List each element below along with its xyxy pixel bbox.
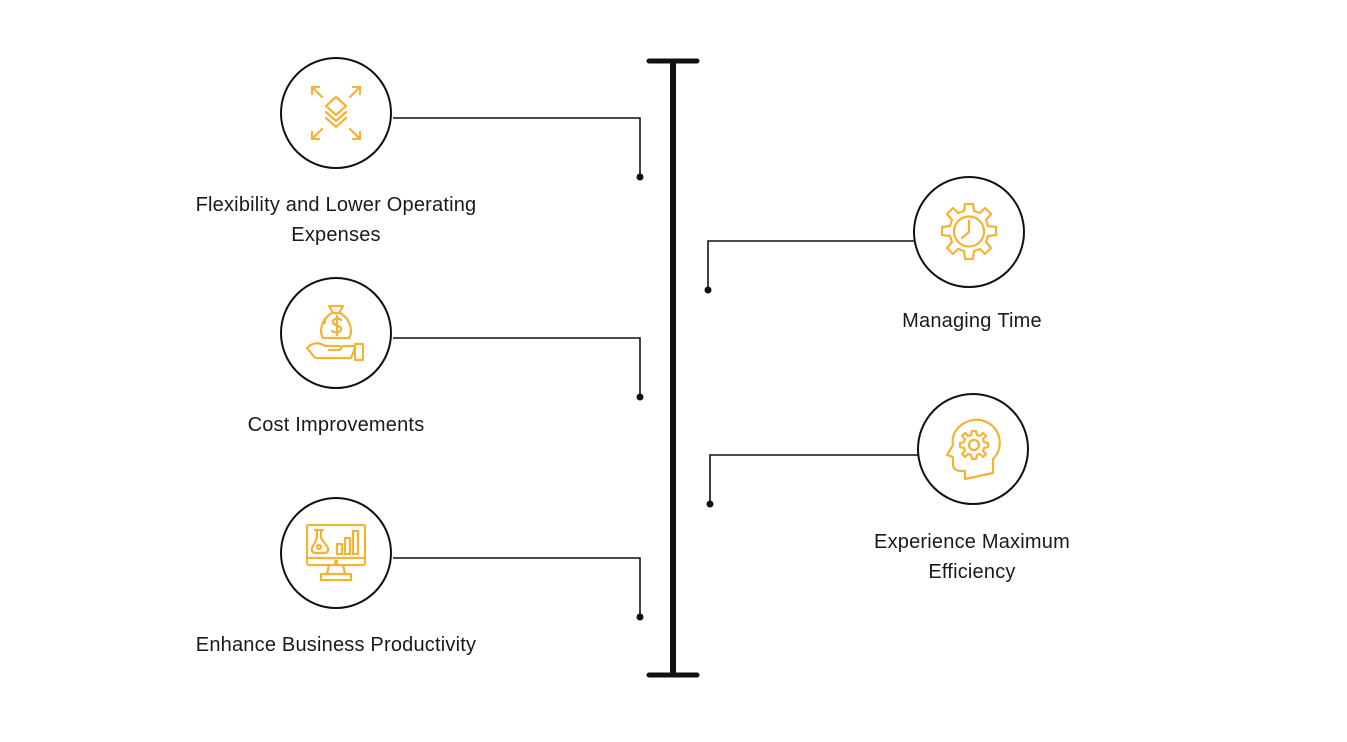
icon-circle-productivity: [280, 497, 392, 609]
label-productivity: Enhance Business Productivity: [176, 630, 496, 660]
label-flexibility-part1: Flexibility and: [195, 194, 326, 216]
label-cost: Cost Improvements: [176, 410, 496, 440]
label-flexibility: Flexibility and Lower Operating Expenses: [176, 190, 496, 250]
label-efficiency: Experience Maximum Efficiency: [812, 527, 1132, 587]
label-cost-part1: Cost: [247, 414, 296, 436]
label-flexibility-line2: Expenses: [291, 224, 381, 246]
icon-circle-time: [913, 176, 1025, 288]
connector-dot-cost: [636, 393, 644, 401]
label-productivity-part2: Business Productivity: [281, 634, 477, 656]
connector-flexibility: [393, 117, 641, 176]
monitor-chart-icon: [305, 523, 367, 582]
scalability-icon: [310, 85, 362, 141]
central-timeline-bar: [646, 58, 700, 678]
label-efficiency-part2: Maximum: [981, 531, 1070, 553]
icon-circle-flexibility: [280, 57, 392, 169]
connector-dot-time: [704, 286, 712, 294]
connector-dot-flexibility: [636, 173, 644, 181]
label-flexibility-part2: Lower Operating: [325, 194, 477, 216]
connector-dot-productivity: [636, 613, 644, 621]
label-cost-part2: Improvements: [295, 414, 425, 436]
connector-efficiency: [709, 454, 918, 503]
label-efficiency-part1: Experience: [874, 531, 982, 553]
connector-cost: [393, 337, 641, 396]
connector-time: [707, 240, 914, 289]
connector-dot-efficiency: [706, 500, 714, 508]
icon-circle-efficiency: [917, 393, 1029, 505]
label-productivity-part1: Enhance: [195, 634, 282, 656]
head-gear-icon: [945, 418, 1001, 481]
connector-productivity: [393, 557, 641, 616]
icon-circle-cost: [280, 277, 392, 389]
money-bag-hand-icon: [305, 304, 365, 362]
label-time: Managing Time: [812, 306, 1132, 336]
gear-clock-icon: [940, 202, 998, 261]
label-time-part1: Managing: [902, 310, 998, 332]
label-time-part2: Time: [997, 310, 1042, 332]
label-efficiency-line2: Efficiency: [928, 561, 1016, 583]
